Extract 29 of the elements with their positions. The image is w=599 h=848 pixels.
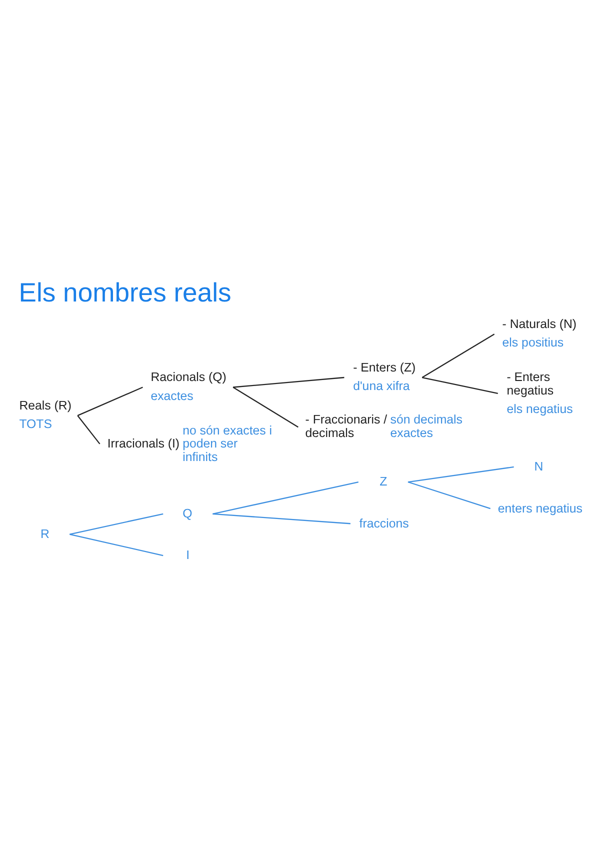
node-text: Q <box>182 506 192 521</box>
connector <box>408 481 491 510</box>
node-text: N <box>534 460 544 474</box>
node-text: fraccions <box>359 516 409 530</box>
connector <box>408 466 514 483</box>
connector <box>77 415 100 444</box>
node-label: no són exactes i poden ser infinits <box>182 423 272 464</box>
node-text: - Enters (Z) d'una xifra <box>353 360 416 394</box>
connector <box>77 386 143 416</box>
connector <box>422 376 498 394</box>
connector <box>233 376 344 388</box>
node-text: - Enters negatius els negatius <box>506 370 573 416</box>
node-text: - Naturals (N) els positius <box>502 317 577 350</box>
connector <box>232 386 298 428</box>
node-text: Irracionals (I) <box>107 436 180 451</box>
node-text: enters negatius <box>498 501 583 516</box>
node-text: Racionals (Q) exactes <box>150 370 226 403</box>
connector <box>212 513 350 524</box>
node-text: Z <box>380 474 388 489</box>
diagram-title: Els nombres reals <box>18 277 232 308</box>
node-text: Reals (R) TOTS <box>19 398 72 432</box>
connector <box>212 481 359 514</box>
connector <box>70 513 164 535</box>
node-text: R <box>40 526 50 541</box>
node-text: - Fraccionaris / decimals <box>305 412 388 440</box>
connector <box>70 534 164 556</box>
node-text: I <box>186 548 190 562</box>
node-label: són decimals exactes <box>390 412 463 440</box>
connector <box>422 334 495 378</box>
